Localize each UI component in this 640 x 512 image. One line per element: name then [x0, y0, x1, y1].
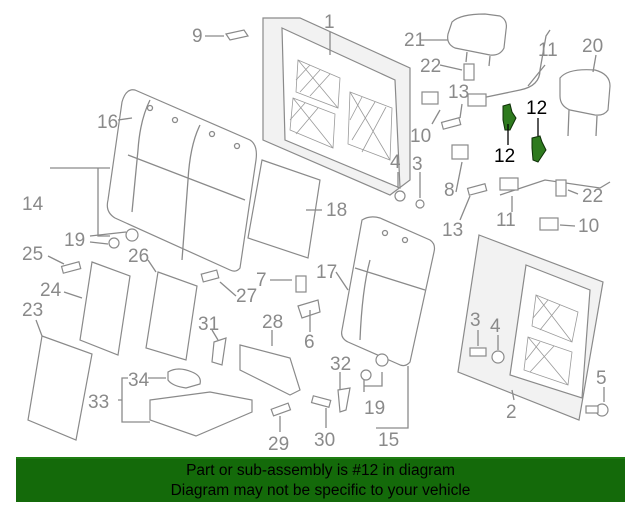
- part-3-bolt-upper[interactable]: [415, 199, 425, 209]
- callout-6[interactable]: 6: [304, 332, 315, 353]
- callout-29[interactable]: 29: [268, 434, 289, 455]
- part-6-clip[interactable]: [297, 299, 321, 319]
- callout-28[interactable]: 28: [262, 312, 283, 333]
- callout-1[interactable]: 1: [324, 12, 335, 33]
- callout-9[interactable]: 9: [192, 26, 203, 47]
- callout-22-lower[interactable]: 22: [582, 186, 603, 207]
- part-22-guide-upper[interactable]: [463, 63, 475, 81]
- part-13-bolt-lower[interactable]: [466, 183, 488, 196]
- part-20-headrest[interactable]: [559, 69, 611, 137]
- part-23-cover[interactable]: [27, 335, 93, 441]
- part-10-switch-upper[interactable]: [421, 91, 439, 105]
- callout-3-lower[interactable]: 3: [470, 310, 481, 331]
- callout-30[interactable]: 30: [314, 430, 335, 451]
- part-7-bolt[interactable]: [295, 275, 307, 293]
- callout-23[interactable]: 23: [22, 300, 43, 321]
- callout-3-upper[interactable]: 3: [412, 154, 423, 175]
- callout-20[interactable]: 20: [582, 36, 603, 57]
- callout-19-right[interactable]: 19: [364, 398, 385, 419]
- part-2-seatback-frame[interactable]: [457, 234, 604, 421]
- callout-26[interactable]: 26: [128, 246, 149, 267]
- part-31-cover[interactable]: [211, 337, 227, 366]
- leader-lines: [35, 32, 605, 432]
- part-10-switch-lower[interactable]: [539, 217, 559, 231]
- callout-12-right[interactable]: 12: [526, 98, 547, 119]
- part-25-bolt[interactable]: [60, 261, 82, 274]
- part-27-plug[interactable]: [200, 269, 220, 283]
- part-info-banner: Part or sub-assembly is #12 in diagram D…: [16, 457, 625, 502]
- callout-15[interactable]: 15: [378, 430, 399, 451]
- callout-10-upper[interactable]: 10: [410, 126, 431, 147]
- callout-21[interactable]: 21: [404, 30, 425, 51]
- callout-13-upper[interactable]: 13: [448, 82, 469, 103]
- callout-18[interactable]: 18: [326, 200, 347, 221]
- callout-8[interactable]: 8: [444, 180, 455, 201]
- part-24-trim-frame[interactable]: [79, 261, 131, 356]
- part-9-clip[interactable]: [225, 29, 249, 41]
- callout-4-lower[interactable]: 4: [490, 316, 501, 337]
- banner-line-disclaimer: Diagram may not be specific to your vehi…: [170, 482, 471, 499]
- part-21-headrest[interactable]: [447, 13, 507, 67]
- part-14-seatback-cushion[interactable]: [106, 89, 257, 272]
- part-19-grommets-lower[interactable]: [360, 353, 389, 381]
- callout-4-upper[interactable]: 4: [390, 152, 401, 173]
- part-5-bolt[interactable]: [585, 403, 609, 417]
- callout-27[interactable]: 27: [236, 286, 257, 307]
- callout-16[interactable]: 16: [97, 112, 118, 133]
- callout-33[interactable]: 33: [88, 392, 109, 413]
- callout-10-lower[interactable]: 10: [578, 216, 599, 237]
- parts-diagram: 9 1 16 14 19 18 17 21 22 11 20 13 10 4 3…: [22, 12, 611, 455]
- callout-19-left[interactable]: 19: [64, 230, 85, 251]
- part-12-latch-bracket[interactable]: [502, 103, 547, 163]
- part-26-trim-frame[interactable]: [145, 271, 198, 361]
- callout-labels: 9 1 16 14 19 18 17 21 22 11 20 13 10 4 3…: [22, 12, 607, 455]
- part-13-bolt-upper[interactable]: [440, 117, 462, 130]
- part-34-cupholder-insert[interactable]: [167, 368, 201, 389]
- part-8-bracket[interactable]: [451, 144, 469, 160]
- part-11-release-cable[interactable]: [467, 29, 611, 196]
- callout-34[interactable]: 34: [128, 370, 150, 391]
- part-4-nut-lower[interactable]: [491, 350, 505, 364]
- part-22-guide-lower[interactable]: [555, 179, 567, 197]
- part-28-bracket[interactable]: [239, 344, 301, 396]
- part-1-seatback-frame[interactable]: [262, 17, 411, 196]
- part-33-armrest[interactable]: [149, 391, 253, 437]
- callout-25[interactable]: 25: [22, 244, 43, 265]
- callout-17[interactable]: 17: [316, 262, 337, 283]
- callout-22-upper[interactable]: 22: [420, 56, 441, 77]
- part-18-pad[interactable]: [247, 159, 321, 259]
- callout-7[interactable]: 7: [256, 270, 267, 291]
- part-30-bolt[interactable]: [310, 395, 332, 408]
- callout-31[interactable]: 31: [198, 314, 219, 335]
- part-4-nut-upper[interactable]: [394, 190, 406, 202]
- part-32-lever[interactable]: [337, 387, 351, 413]
- callout-5[interactable]: 5: [596, 368, 607, 389]
- callout-2[interactable]: 2: [506, 402, 517, 423]
- callout-12-left[interactable]: 12: [494, 146, 515, 167]
- callout-32[interactable]: 32: [330, 354, 351, 375]
- callout-11-upper[interactable]: 11: [538, 40, 558, 61]
- part-15-seatback-cushion[interactable]: [341, 216, 436, 367]
- part-3-bolt-lower[interactable]: [469, 347, 487, 357]
- part-29-bolt[interactable]: [270, 402, 292, 417]
- callout-11-lower[interactable]: 11: [496, 210, 516, 231]
- callout-14[interactable]: 14: [22, 194, 44, 215]
- callout-24[interactable]: 24: [40, 280, 62, 301]
- banner-line-part: Part or sub-assembly is #12 in diagram: [186, 462, 455, 479]
- part-19-grommets-upper[interactable]: [108, 228, 139, 249]
- callout-13-lower[interactable]: 13: [442, 220, 463, 241]
